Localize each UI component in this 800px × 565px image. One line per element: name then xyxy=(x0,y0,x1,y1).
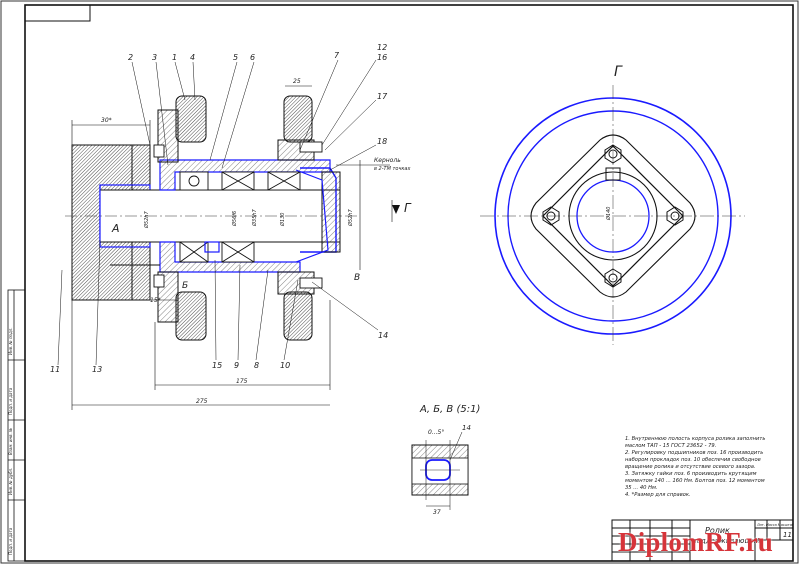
note-line-3: 2. Регулировку подшипников поз. 16 произ… xyxy=(625,450,763,456)
leader-9: 9 xyxy=(234,361,239,370)
dim-dia-4: Ø130 xyxy=(279,213,286,227)
leader-12: 12 xyxy=(377,43,387,52)
bolts xyxy=(110,141,323,289)
main-section-view xyxy=(65,95,360,341)
note-line-7: моментом 140 ... 160 Нм. Болтов поз. 12 … xyxy=(625,478,765,484)
roller-tire-left-bottom xyxy=(175,291,207,341)
leader-5: 5 xyxy=(233,53,238,62)
dim-angle: 0...5° xyxy=(428,429,444,436)
leader-11: 11 xyxy=(50,365,60,374)
bearing-left xyxy=(179,171,209,263)
dim-dia-5: Ø140 xyxy=(605,207,612,221)
leader-3: 3 xyxy=(152,53,157,62)
callout-line-2: в 2-ТМ точках xyxy=(374,166,410,172)
leader-15: 15 xyxy=(212,361,222,370)
title-sheet: 11 xyxy=(783,531,792,539)
detail-title: А, Б, В (5:1) xyxy=(419,404,480,415)
seal-details xyxy=(99,169,329,263)
leader-lines xyxy=(57,59,379,366)
dim-dia-3: Ø35h7 xyxy=(251,209,258,227)
note-line-9: 4. *Размер для справок. xyxy=(625,492,691,498)
leader-13: 13 xyxy=(92,365,102,374)
callout-line-1: Керноль xyxy=(374,157,401,164)
title-cols: Лит. Масса Масштаб xyxy=(756,523,794,527)
view-label-a: А xyxy=(111,222,120,235)
leader-17: 17 xyxy=(377,92,388,101)
view-label-b: Б xyxy=(182,281,188,291)
title-block xyxy=(611,519,794,562)
dim-dia-6: Ø52h7 xyxy=(347,209,354,227)
dim-30: 30* xyxy=(101,117,112,124)
detail-part-14: 14 xyxy=(462,424,471,432)
view-arrow-label: Г xyxy=(404,201,412,215)
view-arrow xyxy=(392,205,400,214)
dim-dia-1: Ø52h7 xyxy=(143,211,150,229)
title-name-2: поддерживающий xyxy=(692,537,761,545)
leader-6: 6 xyxy=(250,53,255,62)
title-name-1: Ролик xyxy=(705,526,730,535)
note-line-5: вращение ролика и отсутствие осевого заз… xyxy=(625,464,756,470)
leader-1: 1 xyxy=(172,53,177,62)
dimension-lines xyxy=(71,85,393,410)
dim-25: 25 xyxy=(293,78,301,85)
stamp-text-4: Инв. № дубл. xyxy=(8,468,13,495)
stamp-text-5: Подп. и дата xyxy=(8,527,13,555)
left-stamp-strip xyxy=(7,289,26,562)
leader-10: 10 xyxy=(280,361,290,370)
note-line-8: 35 ... 40 Нм. xyxy=(625,485,658,491)
roller-tire-right-top xyxy=(283,95,313,143)
top-stamp-box xyxy=(24,4,91,22)
stamp-text-3: Взам. инв. № xyxy=(8,428,13,455)
housing-upper xyxy=(159,159,331,191)
technical-notes: 1. Внутреннюю полость корпуса ролика зап… xyxy=(625,436,765,498)
roller-tire-left-top xyxy=(175,95,207,143)
note-line-6: 3. Затяжку гайки поз. 6 производить крут… xyxy=(625,471,757,477)
inner-frame xyxy=(24,4,794,562)
stamp-text-2: Подп. и дата xyxy=(8,387,13,415)
watermark-logo: DiplomRF.ru xyxy=(618,527,773,557)
end-view-g: Ø140 xyxy=(480,85,745,345)
dim-275: 275 xyxy=(196,398,208,405)
dim-175: 175 xyxy=(236,378,248,385)
dim-dia-2: Ø56f6 xyxy=(231,211,238,227)
dim-15: 15* xyxy=(150,297,161,304)
note-line-4: набором прокладок поз. 10 обеспечив своб… xyxy=(625,457,761,463)
stamp-text-1: Инв. № подл. xyxy=(8,327,13,355)
dim-37: 37 xyxy=(433,509,441,516)
leader-4: 4 xyxy=(190,53,195,62)
note-line-1: 1. Внутреннюю полость корпуса ролика зап… xyxy=(625,436,765,442)
leader-14: 14 xyxy=(378,331,388,340)
leader-8: 8 xyxy=(254,361,259,370)
leader-2: 2 xyxy=(128,53,133,62)
view-label-v: В xyxy=(354,273,360,283)
leader-18: 18 xyxy=(377,137,387,146)
detail-seal-section xyxy=(411,431,469,510)
leader-7: 7 xyxy=(334,51,340,60)
leader-16: 16 xyxy=(377,53,387,62)
view-g-title: Г xyxy=(614,64,623,80)
bearing-right xyxy=(267,171,301,191)
bearing-middle xyxy=(221,171,255,263)
note-line-2: маслом ТАП - 15 ГОСТ 23652 - 79. xyxy=(625,443,716,449)
roller-tire-right-bottom xyxy=(283,291,313,341)
